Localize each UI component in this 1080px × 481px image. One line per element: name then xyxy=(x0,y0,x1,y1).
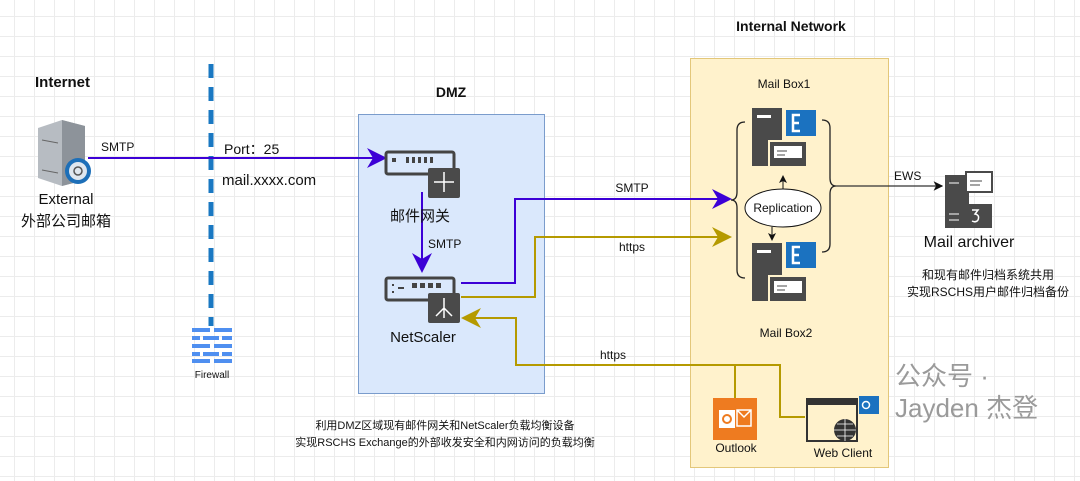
https-clients-to-netscaler-arrow xyxy=(461,308,805,418)
mail-archiver-icon xyxy=(945,171,993,228)
external-label: External xyxy=(38,191,94,208)
domain-label: mail.xxxx.com xyxy=(222,172,317,189)
dmz-zone-label: DMZ xyxy=(435,84,467,100)
replication-label: Replication xyxy=(753,201,813,215)
mailbox2-label: Mail Box2 xyxy=(759,326,813,340)
mailbox-left-brace xyxy=(730,121,746,279)
web-client-icon xyxy=(806,396,879,442)
https-clients-label: https xyxy=(599,348,627,362)
web-client-label: Web Client xyxy=(813,446,873,460)
mailbox-right-brace xyxy=(821,119,837,253)
external-label-cn: 外部公司邮箱 xyxy=(20,213,112,230)
watermark: 公众号 · Jayden 杰登 xyxy=(895,361,1039,423)
mail-gateway-icon xyxy=(384,150,460,198)
mail-gateway-label: 邮件网关 xyxy=(389,208,451,225)
netscaler-label: NetScaler xyxy=(390,329,456,346)
port-label: Port：25 xyxy=(224,141,280,157)
ews-label: EWS xyxy=(894,169,922,183)
smtp-inbound-label: SMTP xyxy=(101,140,135,154)
archiver-note-2: 实现RSCHS用户邮件归档备份 xyxy=(906,285,1070,299)
mailbox2-server-icon xyxy=(752,242,816,303)
replication-node xyxy=(744,188,822,228)
firewall-label: Firewall xyxy=(194,370,230,381)
external-mail-server-icon xyxy=(38,120,91,186)
mail-archiver-label: Mail archiver xyxy=(923,234,1015,251)
internal-network-zone-label: Internal Network xyxy=(736,18,846,34)
https-netscaler-to-mailbox-arrow xyxy=(461,227,732,298)
firewall-icon xyxy=(192,328,232,363)
mailbox1-label: Mail Box1 xyxy=(757,77,811,91)
outlook-label: Outlook xyxy=(715,441,757,455)
smtp-mailbox-label: SMTP xyxy=(615,181,649,195)
dmz-note-2: 实现RSCHS Exchange的外部收发安全和内网访问的负载均衡 xyxy=(295,437,595,449)
smtp-gateway-label: SMTP xyxy=(428,237,462,251)
dmz-zone xyxy=(358,114,545,394)
https-mailbox-label: https xyxy=(618,240,646,254)
archiver-note-1: 和现有邮件归档系统共用 xyxy=(921,268,1055,282)
mailbox1-server-icon xyxy=(752,108,816,168)
smtp-netscaler-to-mailbox-arrow xyxy=(461,189,732,284)
netscaler-icon xyxy=(384,276,460,323)
internet-zone-label: Internet xyxy=(35,74,91,91)
outlook-icon xyxy=(713,398,757,440)
dmz-note-1: 利用DMZ区域现有邮件网关和NetScaler负载均衡设备 xyxy=(315,420,575,432)
